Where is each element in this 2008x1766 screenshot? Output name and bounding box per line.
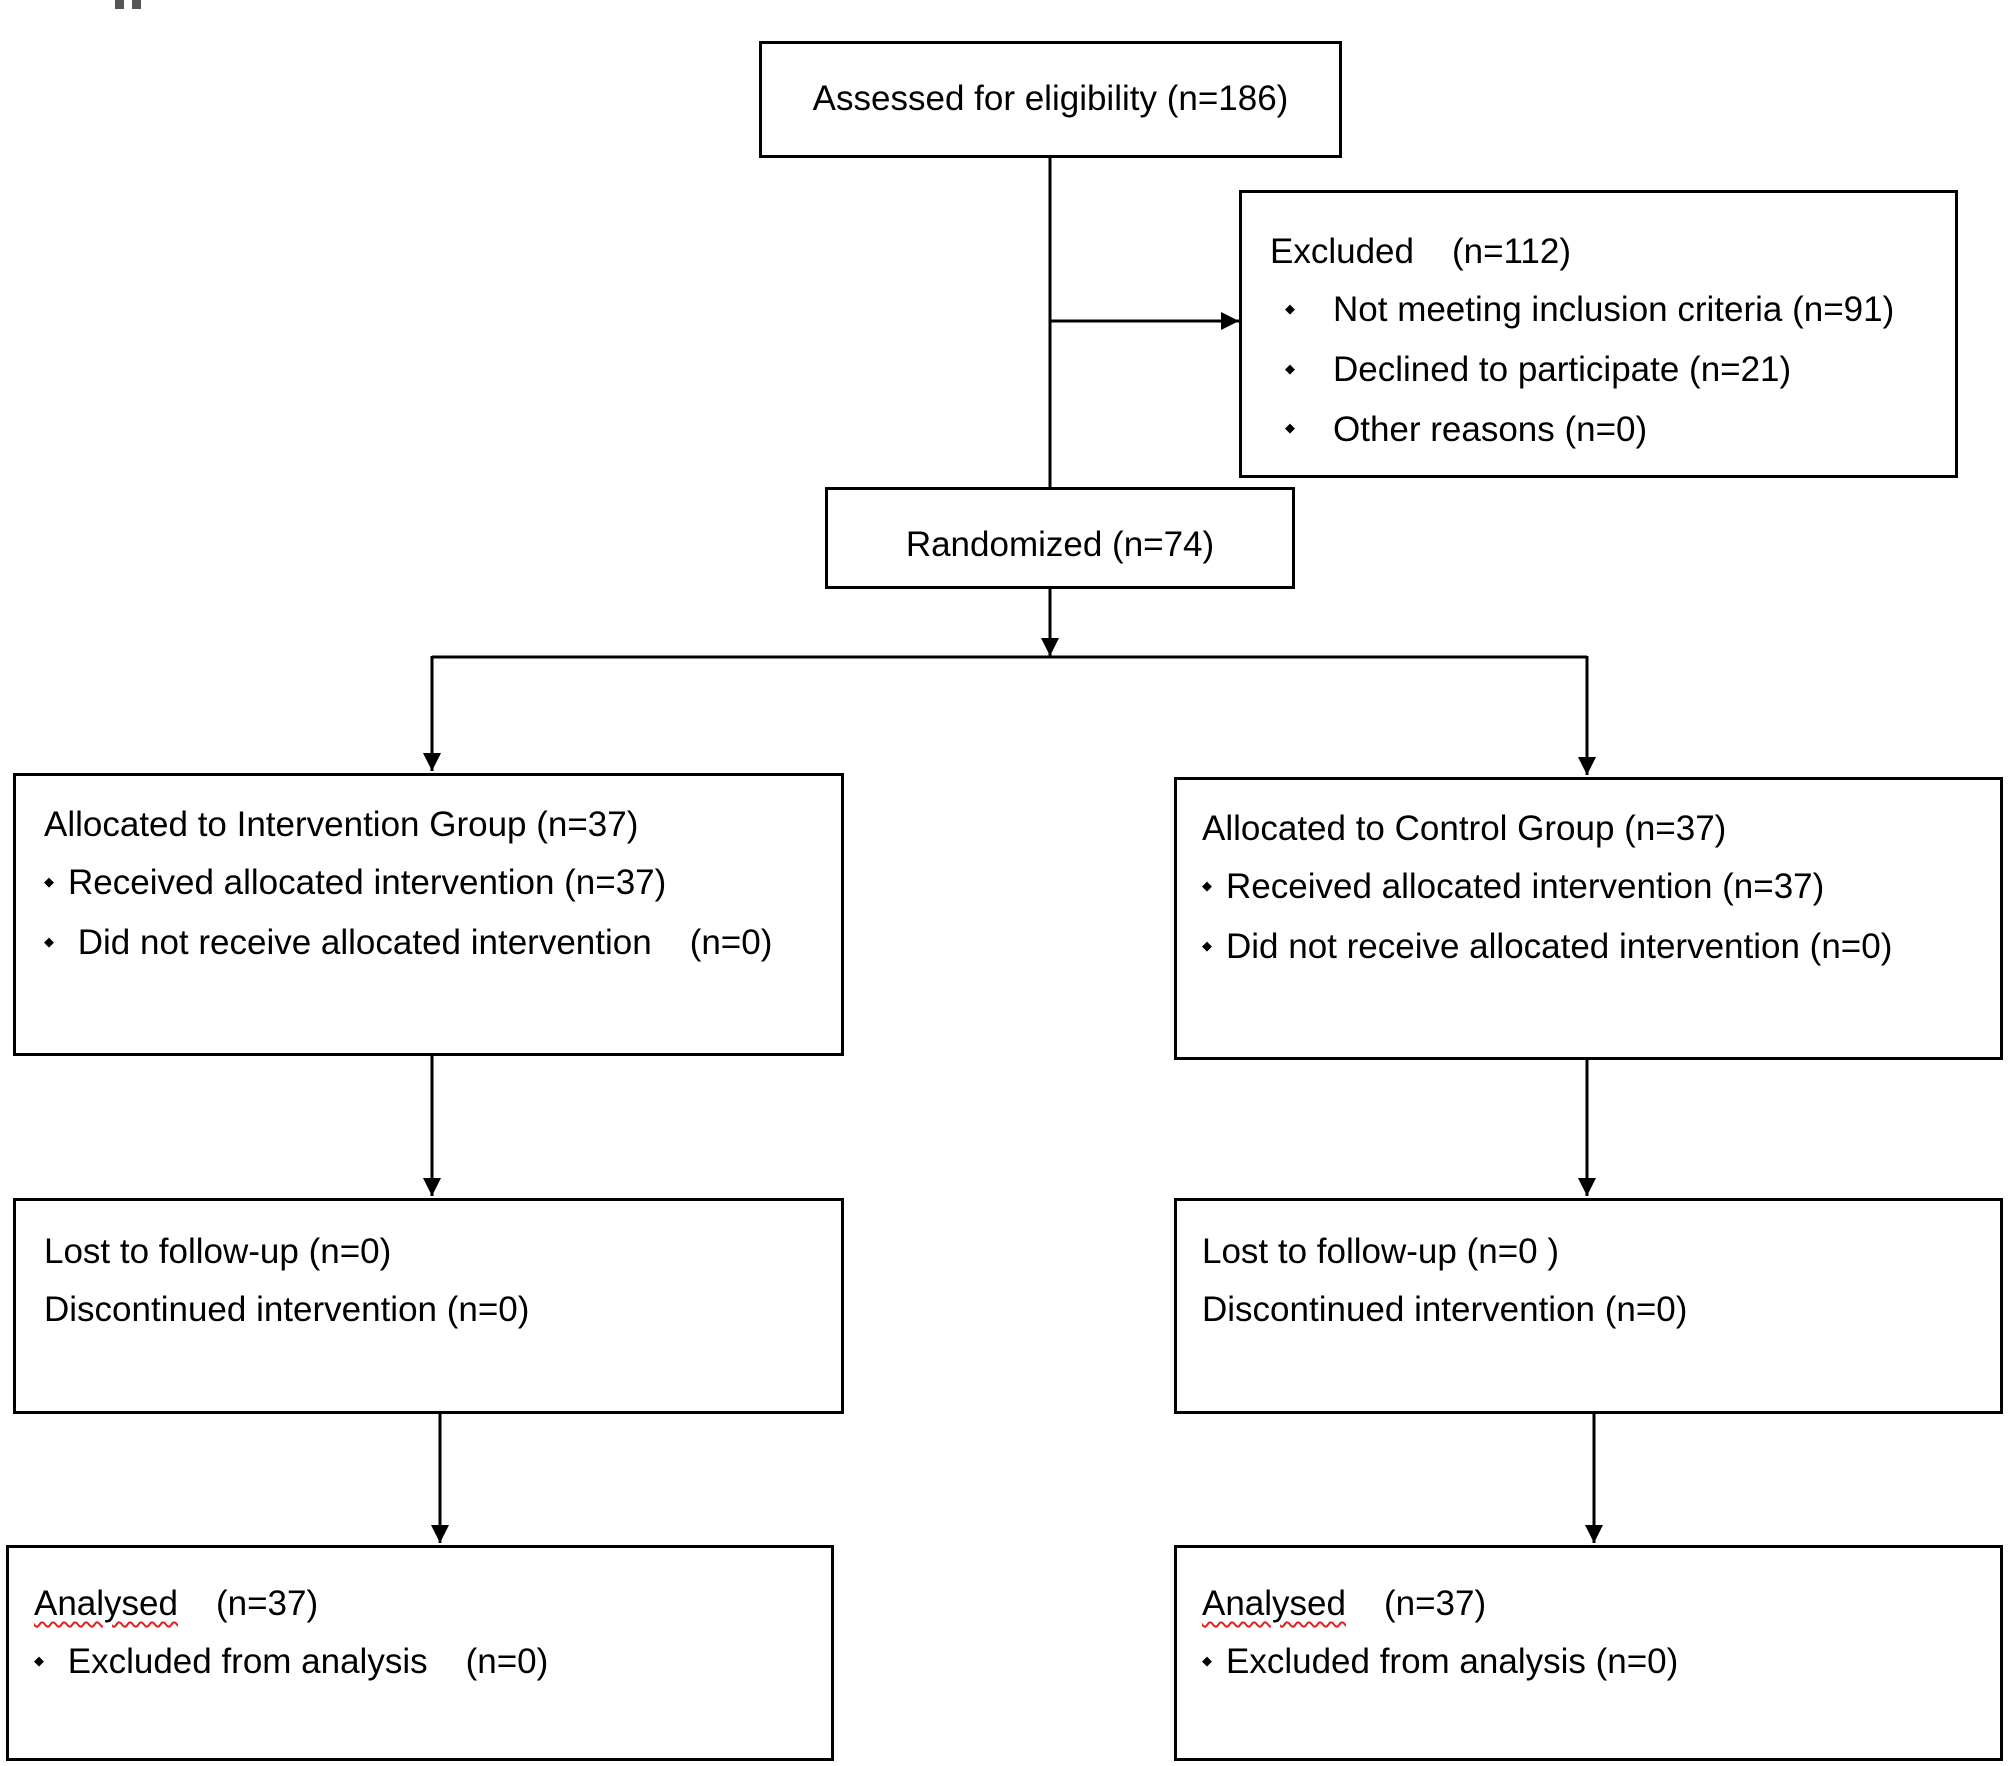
intervention-analysed-count: (n=37) xyxy=(215,1584,319,1623)
randomized-box: Randomized (n=74) xyxy=(825,487,1295,589)
control-analysed-title: Analysed xyxy=(1202,1584,1346,1623)
control-received: Received allocated intervention (n=37) xyxy=(1202,858,2000,918)
excluded-count: (n=112) xyxy=(1451,232,1571,271)
intervention-analysis-box: Analysed (n=37) Excluded from analysis (n=… xyxy=(6,1545,834,1761)
intervention-allocation-title: Allocated to Intervention Group (n=37) xyxy=(44,805,639,844)
intervention-not-received: Did not receive allocated intervention (n… xyxy=(44,914,841,974)
control-analysis-heading: Analysed (n=37) xyxy=(1202,1575,2000,1633)
excluded-reason-inclusion: Not meeting inclusion criteria (n=91) xyxy=(1270,281,1955,341)
intervention-not-received-count: (n=0) xyxy=(689,922,773,962)
control-analysis-box: Analysed (n=37) Excluded from analysis (n… xyxy=(1174,1545,2003,1761)
intervention-excluded-from-analysis: Excluded from analysis (n=0) xyxy=(34,1633,831,1693)
intervention-received: Received allocated intervention (n=37) xyxy=(44,854,841,914)
control-discontinued: Discontinued intervention (n=0) xyxy=(1202,1290,1688,1329)
excluded-reason-declined: Declined to participate (n=21) xyxy=(1270,341,1955,401)
control-analysed-count: (n=37) xyxy=(1383,1584,1487,1623)
assessed-text: Assessed for eligibility (n=186) xyxy=(812,79,1289,118)
intervention-discontinued: Discontinued intervention (n=0) xyxy=(44,1290,530,1329)
control-lost-to-follow-up: Lost to follow-up (n=0 ) xyxy=(1202,1232,1559,1271)
control-excluded-from-analysis: Excluded from analysis (n=0) xyxy=(1202,1633,2000,1693)
excluded-box: Excluded (n=112) Not meeting inclusion cr… xyxy=(1239,190,1958,478)
control-allocation-box: Allocated to Control Group (n=37) Receiv… xyxy=(1174,777,2003,1060)
intervention-not-received-label: Did not receive allocated intervention xyxy=(77,922,652,962)
control-not-received: Did not receive allocated intervention (… xyxy=(1202,918,2000,978)
intervention-allocation-box: Allocated to Intervention Group (n=37) R… xyxy=(13,773,844,1056)
excluded-reason-other: Other reasons (n=0) xyxy=(1270,401,1955,461)
assessed-box: Assessed for eligibility (n=186) xyxy=(759,41,1342,158)
intervention-follow-up-box: Lost to follow-up (n=0) Discontinued int… xyxy=(13,1198,844,1414)
intervention-analysed-title: Analysed xyxy=(34,1584,178,1623)
excluded-title: Excluded xyxy=(1270,232,1414,271)
control-allocation-title: Allocated to Control Group (n=37) xyxy=(1202,809,1727,848)
intervention-excluded-label: Excluded from analysis xyxy=(67,1642,428,1681)
intervention-excluded-count: (n=0) xyxy=(465,1642,549,1681)
excluded-heading: Excluded (n=112) xyxy=(1270,223,1955,281)
intervention-analysis-heading: Analysed (n=37) xyxy=(34,1575,831,1633)
intervention-lost-to-follow-up: Lost to follow-up (n=0) xyxy=(44,1232,392,1271)
randomized-text: Randomized (n=74) xyxy=(905,525,1215,564)
corner-dots-mark xyxy=(115,0,141,9)
control-follow-up-box: Lost to follow-up (n=0 ) Discontinued in… xyxy=(1174,1198,2003,1414)
